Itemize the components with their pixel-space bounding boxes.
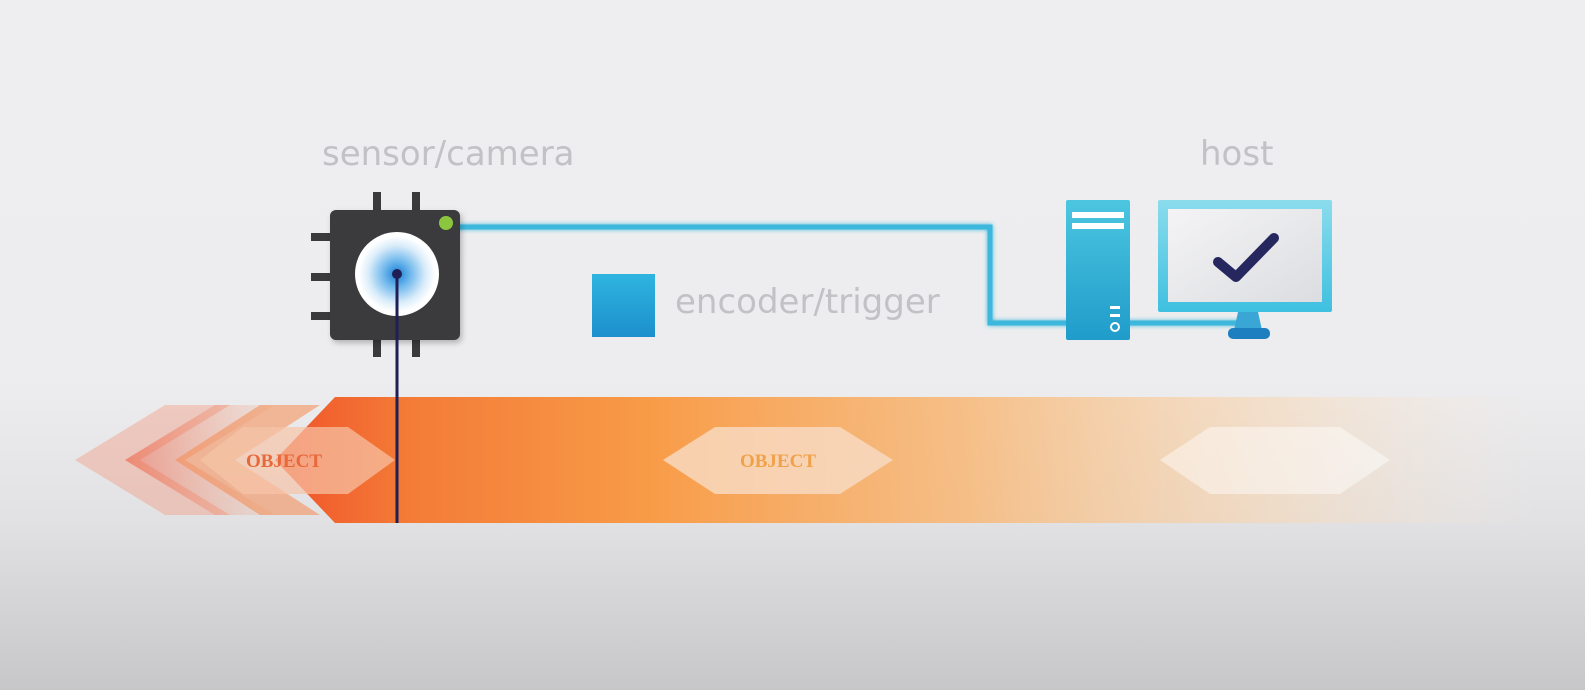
status-led-icon <box>439 216 453 230</box>
encoder-trigger-label: encoder/trigger <box>675 282 940 322</box>
object-1: OBJECT <box>200 427 395 494</box>
cable-camera-to-host <box>455 224 1240 326</box>
object-1-label: OBJECT <box>246 451 322 472</box>
object-3 <box>1160 427 1390 494</box>
conveyor-belt <box>275 397 1540 523</box>
object-2-label: OBJECT <box>740 451 816 472</box>
object-2: OBJECT <box>663 427 893 494</box>
host-label: host <box>1200 134 1274 174</box>
encoder-box-icon <box>592 274 655 337</box>
camera-chip-icon <box>311 192 460 357</box>
sensor-camera-label: sensor/camera <box>322 134 575 174</box>
pc-tower-icon <box>1066 200 1130 340</box>
checkmark-icon <box>1213 233 1279 282</box>
monitor-icon <box>1158 200 1332 339</box>
